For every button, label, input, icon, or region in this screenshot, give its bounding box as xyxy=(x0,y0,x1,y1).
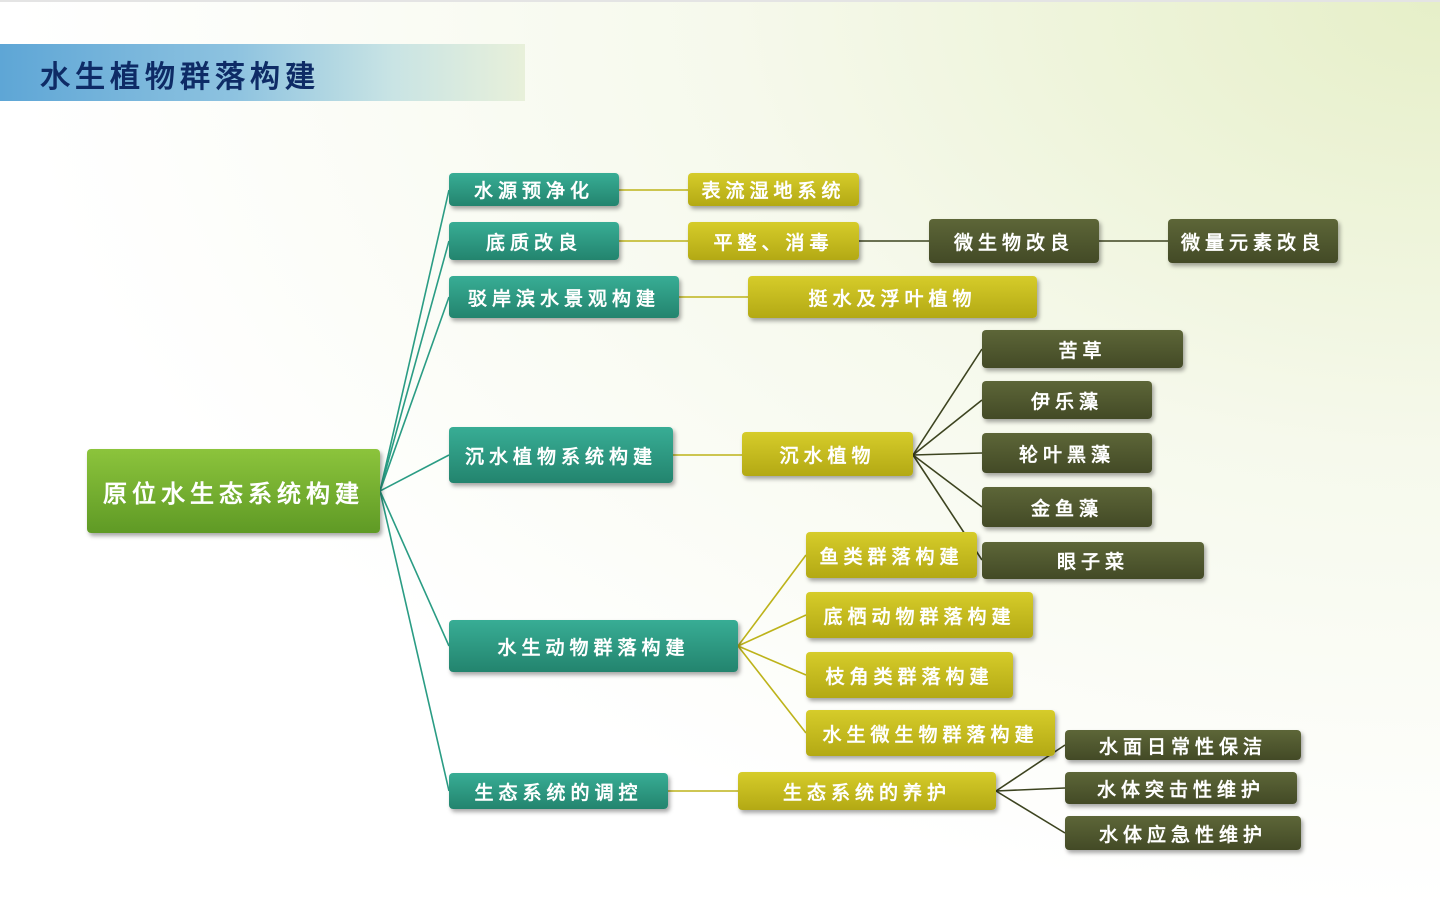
connector xyxy=(737,645,807,676)
node-pondweed[interactable]: 眼子菜 xyxy=(982,542,1204,579)
root-node[interactable]: 原位水生态系统构建 xyxy=(87,449,380,533)
connector xyxy=(912,452,983,456)
node-elodea[interactable]: 伊乐藻 xyxy=(982,381,1152,419)
node-ecosystem-regulation[interactable]: 生态系统的调控 xyxy=(449,773,668,809)
title-banner: 水生植物群落构建 xyxy=(0,44,525,101)
node-daily-cleaning[interactable]: 水面日常性保洁 xyxy=(1065,730,1301,760)
connector xyxy=(737,554,807,647)
node-shoreline-landscape[interactable]: 驳岸滨水景观构建 xyxy=(449,276,679,318)
connector xyxy=(737,645,807,734)
top-border xyxy=(0,0,1440,2)
node-surge-maintenance[interactable]: 水体突击性维护 xyxy=(1065,772,1297,804)
node-cladocera-community[interactable]: 枝角类群落构建 xyxy=(806,652,1013,698)
connector xyxy=(912,399,983,456)
node-benthic-community[interactable]: 底栖动物群落构建 xyxy=(806,592,1033,638)
connector xyxy=(737,614,807,647)
node-surface-wetland[interactable]: 表流湿地系统 xyxy=(688,173,859,206)
page-title: 水生植物群落构建 xyxy=(40,60,320,95)
node-microbial-improve[interactable]: 微生物改良 xyxy=(929,219,1099,263)
connector xyxy=(379,490,450,792)
connector xyxy=(379,240,450,492)
node-emergent-floating[interactable]: 挺水及浮叶植物 xyxy=(748,276,1037,318)
node-water-prepurify[interactable]: 水源预净化 xyxy=(449,173,619,206)
connector xyxy=(379,296,450,492)
node-fish-community[interactable]: 鱼类群落构建 xyxy=(806,532,977,578)
connector xyxy=(379,189,450,492)
node-emergency-maintenance[interactable]: 水体应急性维护 xyxy=(1065,816,1301,850)
node-ecosystem-maintenance[interactable]: 生态系统的养护 xyxy=(738,772,996,810)
node-microbe-community[interactable]: 水生微生物群落构建 xyxy=(806,710,1055,756)
connector xyxy=(379,490,450,647)
node-substrate-improve[interactable]: 底质改良 xyxy=(449,222,619,260)
connector xyxy=(912,348,983,456)
node-hornwort[interactable]: 金鱼藻 xyxy=(982,487,1152,527)
node-vallisneria[interactable]: 苦草 xyxy=(982,330,1183,368)
connector xyxy=(995,790,1066,834)
node-hydrilla[interactable]: 轮叶黑藻 xyxy=(982,433,1152,473)
node-trace-element-improve[interactable]: 微量元素改良 xyxy=(1168,219,1338,263)
node-level-disinfect[interactable]: 平整、消毒 xyxy=(688,222,859,260)
connector xyxy=(912,454,983,508)
connector xyxy=(995,787,1066,792)
node-aquatic-animals[interactable]: 水生动物群落构建 xyxy=(449,620,738,672)
node-submerged-plants[interactable]: 沉水植物 xyxy=(742,432,913,476)
connector xyxy=(379,454,450,492)
node-submerged-system[interactable]: 沉水植物系统构建 xyxy=(449,427,673,483)
